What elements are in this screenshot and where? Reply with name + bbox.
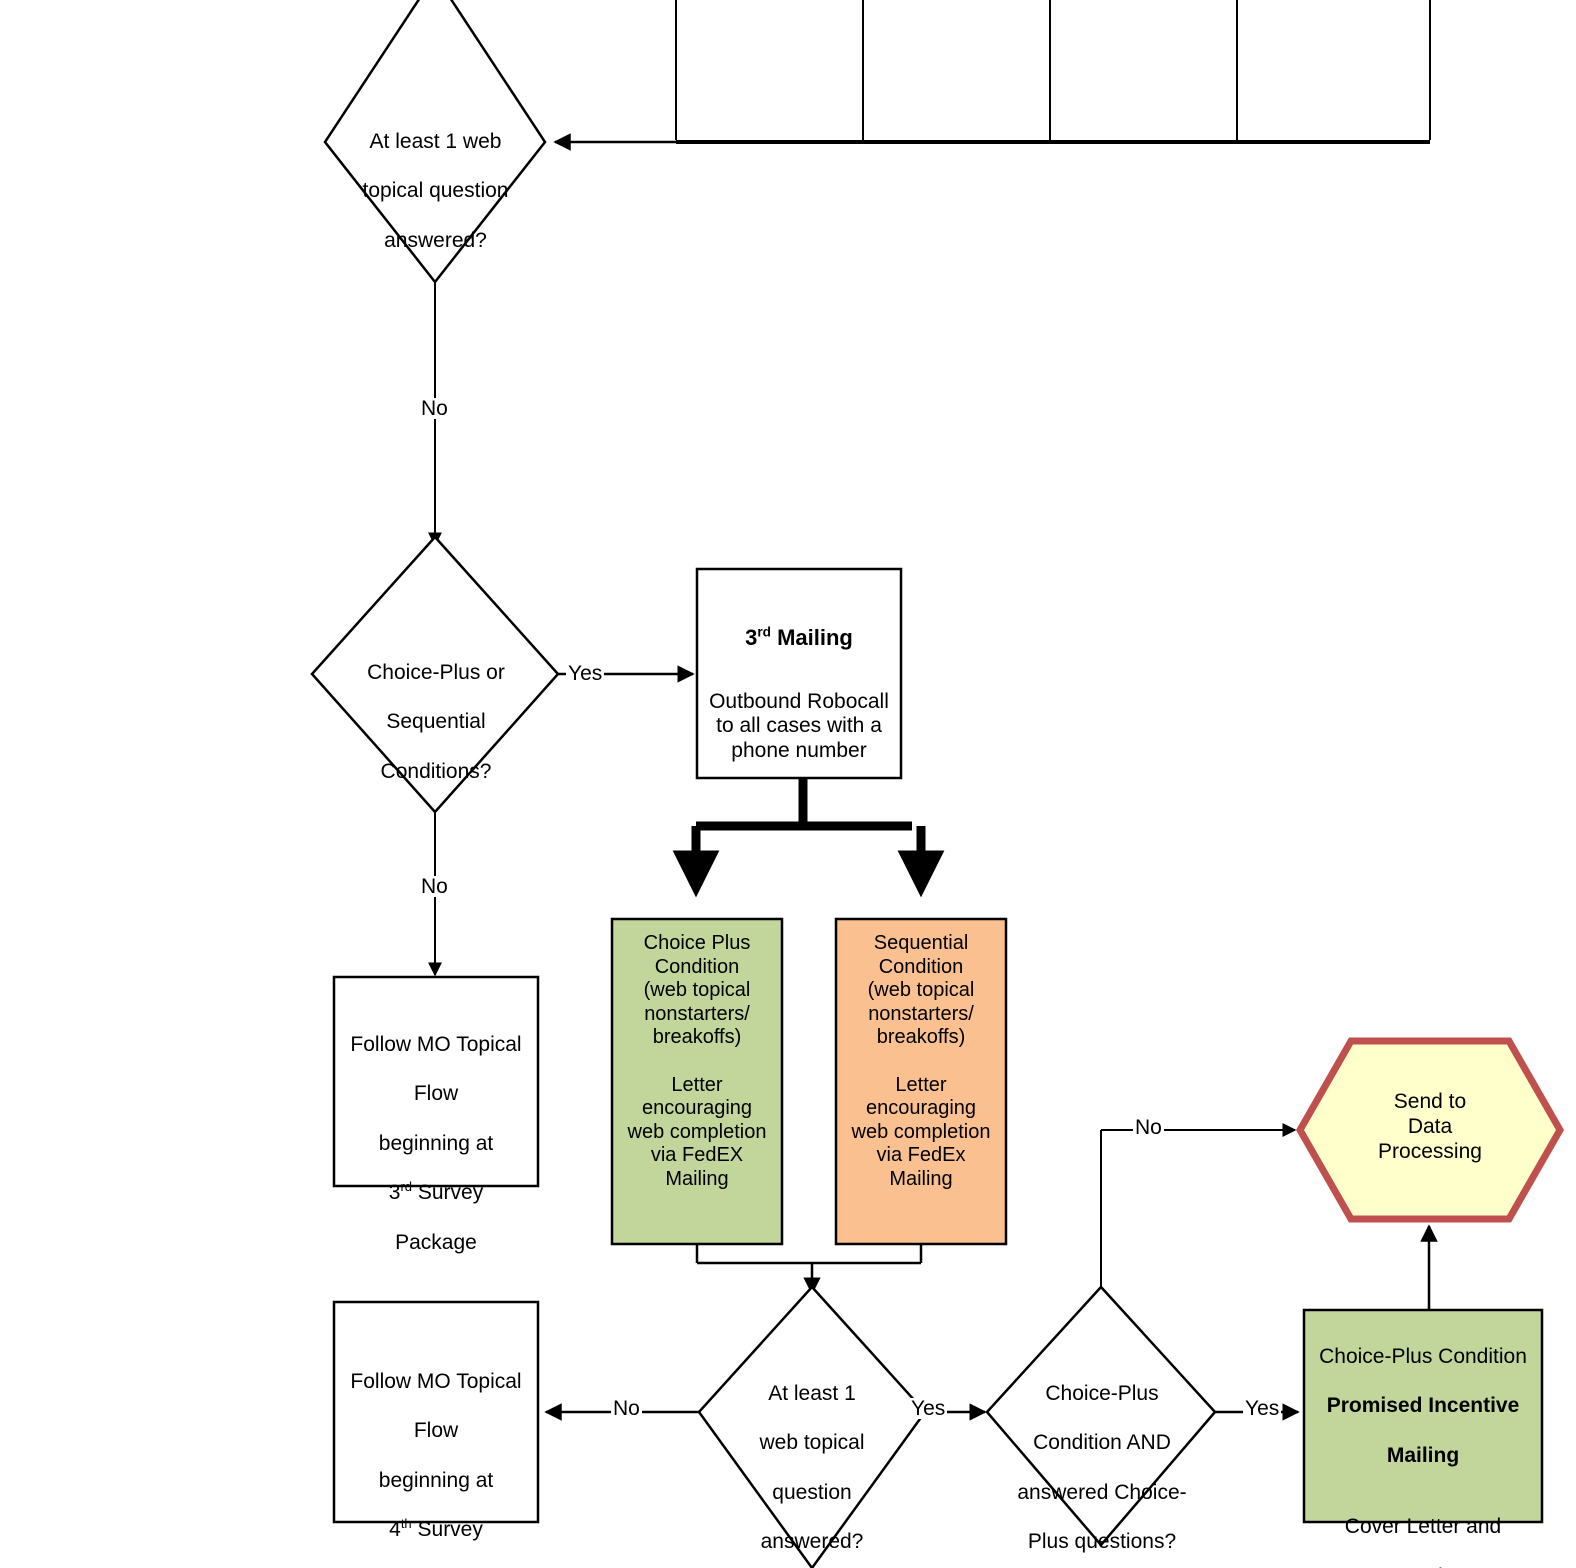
shape-third-mailing xyxy=(695,567,903,780)
shape-decision-web-topical-1 xyxy=(323,0,547,285)
edge-no-4 xyxy=(1100,1123,1297,1287)
edge-label-no-2: No xyxy=(419,875,450,898)
edge-label-no-1: No xyxy=(419,397,450,420)
edge-label-yes-2: Yes xyxy=(909,1397,948,1420)
shape-follow-mo-4th xyxy=(332,1300,540,1524)
edge-label-no-4: No xyxy=(1133,1116,1164,1139)
edge-label-yes-3: Yes xyxy=(1243,1397,1282,1420)
shape-choice-plus-condition xyxy=(610,917,784,1246)
shape-decision-choice-plus-or-sequential xyxy=(310,535,560,814)
shape-send-to-data-processing xyxy=(1295,1037,1565,1223)
shape-decision-choice-plus-and xyxy=(985,1285,1217,1547)
top-merge-lines xyxy=(675,0,1431,144)
shape-decision-web-topical-2 xyxy=(697,1285,927,1568)
edge-label-no-3: No xyxy=(611,1397,642,1420)
edge-label-yes-1: Yes xyxy=(566,662,605,685)
edge-conditions-merge xyxy=(695,1244,923,1295)
shape-follow-mo-3rd xyxy=(332,975,540,1188)
edge-split-to-conditions xyxy=(672,778,945,898)
shape-sequential-condition xyxy=(834,917,1008,1246)
shape-promised-incentive-mailing xyxy=(1302,1308,1544,1524)
